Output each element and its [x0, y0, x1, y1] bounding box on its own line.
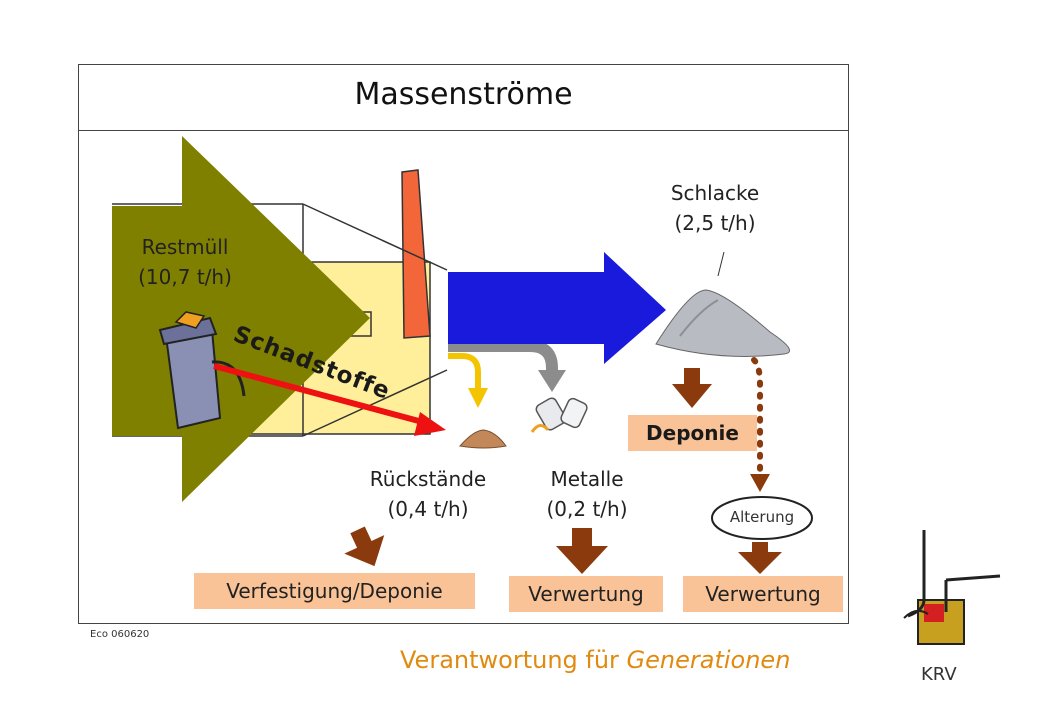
- metals-down-arrow: [556, 528, 608, 574]
- slag-name: Schlacke: [670, 181, 760, 205]
- slag-label: Schlacke (2,5 t/h): [640, 178, 790, 238]
- krv-logo-text: KRV: [921, 664, 957, 685]
- aging-down-arrow: [738, 542, 782, 574]
- aging-ellipse: [711, 496, 813, 540]
- aging-label: Alterung: [729, 508, 795, 526]
- main-flow-arrow: [448, 252, 666, 364]
- metals-destination-box: Verwertung: [509, 576, 663, 612]
- title-bar: Massenströme: [79, 65, 848, 131]
- slag-destination-box: Deponie: [628, 415, 757, 451]
- trash-can-icon: [158, 311, 246, 430]
- krv-logo-icon: [903, 530, 1001, 645]
- residues-name: Rückstände: [369, 467, 487, 491]
- slag-pointer: [717, 251, 725, 277]
- diagram-frame: Massenströme: [78, 64, 849, 624]
- slag-rate: (2,5 t/h): [674, 211, 756, 235]
- tagline: Verantwortung für Generationen: [400, 646, 790, 674]
- residues-label: Rückstände (0,4 t/h): [348, 464, 508, 524]
- input-rate: (10,7 t/h): [138, 265, 232, 289]
- metals-rate: (0,2 t/h): [546, 497, 628, 521]
- residue-flow-arrow: [448, 353, 481, 390]
- residues-rate: (0,4 t/h): [387, 497, 469, 521]
- page-title: Massenströme: [354, 77, 573, 112]
- metal-cans-icon: [530, 397, 588, 433]
- footer-code: Eco 060620: [90, 629, 150, 640]
- input-label: Restmüll (10,7 t/h): [110, 232, 260, 292]
- metals-label: Metalle (0,2 t/h): [512, 464, 662, 524]
- tagline-italic: Generationen: [626, 646, 791, 674]
- residues-destination-box: Verfestigung/Deponie: [194, 573, 475, 609]
- aging-dotted-arrow: [751, 357, 763, 477]
- aging-destination-box: Verwertung: [683, 576, 843, 612]
- input-arrow: [112, 136, 370, 502]
- metals-name: Metalle: [550, 467, 624, 491]
- tagline-plain: Verantwortung für: [400, 646, 627, 674]
- slag-pile-icon: [655, 289, 791, 357]
- pollutant-arrowhead: [414, 412, 446, 436]
- input-name: Restmüll: [141, 235, 229, 259]
- metal-flow-arrow: [448, 340, 558, 372]
- residue-down-arrow: [344, 526, 385, 567]
- residue-pile-icon: [459, 429, 507, 449]
- slag-down-arrow: [672, 368, 712, 408]
